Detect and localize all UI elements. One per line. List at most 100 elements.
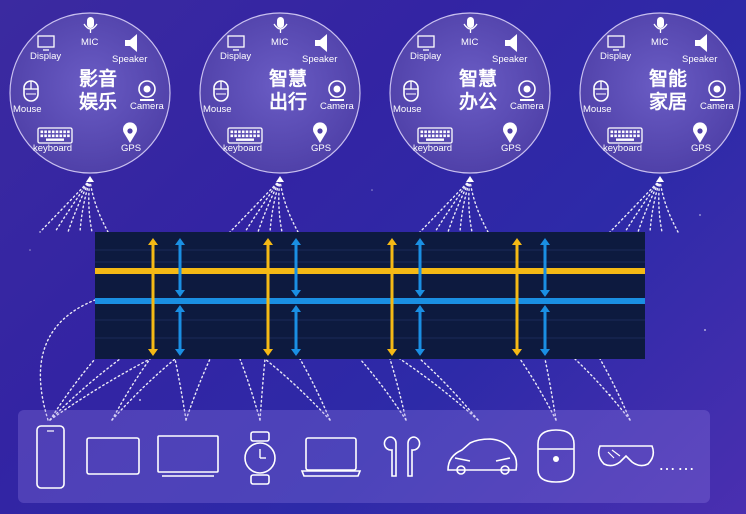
speaker-icon — [505, 34, 517, 52]
display-icon — [227, 35, 245, 51]
display-label: Display — [220, 51, 252, 62]
vr-glasses-icon — [597, 445, 655, 467]
device-row — [36, 425, 655, 489]
keyboard-icon — [417, 127, 453, 144]
scenario-circle-1 — [9, 12, 171, 174]
gps-label: GPS — [121, 143, 142, 154]
yellow-double-arrow — [387, 238, 397, 356]
gps-label: GPS — [501, 143, 522, 154]
scenario-title: 智能家居 — [633, 68, 703, 114]
blue-double-arrow — [415, 305, 425, 356]
mic-icon — [273, 17, 288, 33]
scenario-title-line2: 娱乐 — [78, 91, 117, 113]
gps-icon — [503, 122, 517, 143]
camera-label: Camera — [700, 101, 734, 112]
keyboard-label: keyboard — [223, 143, 263, 154]
speaker-label: Speaker — [302, 54, 338, 65]
camera-label: Camera — [130, 101, 164, 112]
earbuds-icon — [383, 436, 421, 477]
scenario-circle-2 — [199, 12, 361, 174]
keyboard-label: keyboard — [413, 143, 453, 154]
mic-label: MIC — [651, 37, 669, 48]
yellow-double-arrow — [263, 238, 273, 356]
camera-icon — [708, 80, 726, 101]
blue-double-arrow — [415, 238, 425, 297]
phone-icon — [36, 425, 65, 489]
smart-speaker-icon — [537, 429, 575, 483]
mouse-icon — [213, 80, 229, 102]
mouse-label: Mouse — [583, 104, 612, 115]
blue-double-arrow — [175, 305, 185, 356]
mouse-icon — [403, 80, 419, 102]
mic-icon — [463, 17, 478, 33]
mic-icon — [83, 17, 98, 33]
keyboard-label: keyboard — [603, 143, 643, 154]
yellow-double-arrow — [512, 238, 522, 356]
scenario-circle-3 — [389, 12, 551, 174]
speaker-label: Speaker — [682, 54, 718, 65]
scenario-circle-4 — [579, 12, 741, 174]
display-icon — [607, 35, 625, 51]
large-screen-icon — [157, 435, 219, 477]
mouse-icon — [593, 80, 609, 102]
scenario-circles — [9, 12, 741, 174]
blue-double-arrow — [540, 238, 550, 297]
scenario-title: 智慧出行 — [253, 68, 323, 114]
scenario-title-line1: 智慧 — [268, 68, 307, 90]
more-ellipsis: …… — [658, 454, 696, 474]
camera-icon — [328, 80, 346, 101]
keyboard-label: keyboard — [33, 143, 73, 154]
scenario-title-line2: 办公 — [458, 91, 497, 113]
speaker-label: Speaker — [492, 54, 528, 65]
mic-label: MIC — [271, 37, 289, 48]
display-label: Display — [30, 51, 62, 62]
camera-label: Camera — [320, 101, 354, 112]
speaker-icon — [315, 34, 327, 52]
gps-label: GPS — [311, 143, 332, 154]
scenario-title: 智慧办公 — [443, 68, 513, 114]
camera-label: Camera — [510, 101, 544, 112]
scenario-title-line2: 出行 — [268, 91, 307, 113]
blue-bus-line — [95, 298, 645, 304]
display-icon — [37, 35, 55, 51]
mouse-label: Mouse — [13, 104, 42, 115]
tablet-icon — [86, 437, 140, 475]
watch-icon — [244, 431, 276, 485]
gps-label: GPS — [691, 143, 712, 154]
keyboard-icon — [607, 127, 643, 144]
bus-panel — [95, 232, 645, 359]
car-icon — [447, 438, 518, 475]
yellow-double-arrow — [148, 238, 158, 356]
scenario-title-line2: 家居 — [648, 91, 687, 113]
gps-icon — [693, 122, 707, 143]
camera-icon — [518, 80, 536, 101]
yellow-bus-line — [95, 268, 645, 274]
keyboard-icon — [37, 127, 73, 144]
camera-icon — [138, 80, 156, 101]
mouse-label: Mouse — [393, 104, 422, 115]
gps-icon — [123, 122, 137, 143]
gps-icon — [313, 122, 327, 143]
device-tray — [18, 410, 710, 503]
blue-double-arrow — [291, 305, 301, 356]
scenario-title-line1: 智能 — [648, 68, 687, 90]
mic-icon — [653, 17, 668, 33]
scenario-title-line1: 影音 — [78, 68, 117, 90]
keyboard-icon — [227, 127, 263, 144]
mic-label: MIC — [461, 37, 479, 48]
blue-double-arrow — [175, 238, 185, 297]
mouse-label: Mouse — [203, 104, 232, 115]
mic-label: MIC — [81, 37, 99, 48]
blue-double-arrow — [540, 305, 550, 356]
speaker-icon — [125, 34, 137, 52]
blue-double-arrow — [291, 238, 301, 297]
scenario-title: 影音娱乐 — [63, 68, 133, 114]
speaker-label: Speaker — [112, 54, 148, 65]
scenario-title-line1: 智慧 — [458, 68, 497, 90]
connection-lines — [39, 176, 679, 421]
display-icon — [417, 35, 435, 51]
laptop-icon — [300, 437, 362, 477]
display-label: Display — [410, 51, 442, 62]
speaker-icon — [695, 34, 707, 52]
